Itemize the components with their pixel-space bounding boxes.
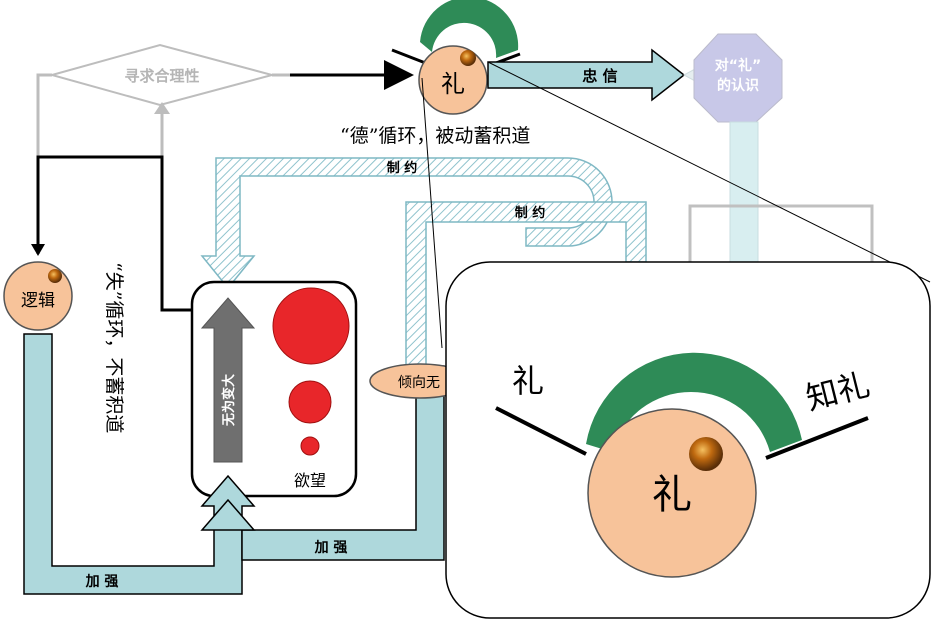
zoom-right-whisker	[765, 416, 869, 460]
desire-label: 欲望	[294, 471, 326, 490]
li-green-arc	[420, 0, 519, 58]
zoom-line-1	[421, 77, 443, 349]
wuwei-gray-arrow	[200, 297, 256, 463]
loyalty-label: 忠 信	[582, 67, 617, 85]
strengthen-label-1: 加 强	[85, 574, 119, 590]
right-gray-frame	[688, 204, 874, 262]
constrain-label-2: 制 约	[515, 205, 546, 221]
logic-label: 逻辑	[21, 291, 55, 311]
recognition-line2: 的认识	[717, 77, 759, 94]
shi-cycle-label: “失”循环，不蓄积道	[103, 262, 125, 433]
wuwei-label: 无为变大	[221, 374, 237, 427]
tendency-label: 倾向无	[398, 375, 440, 391]
zoom-li-center-label: 礼	[652, 472, 692, 518]
zoom-left-whisker	[495, 406, 587, 456]
desire-ball-small	[300, 436, 320, 456]
li-node-label: 礼	[441, 70, 465, 98]
zoom-line-2	[487, 61, 931, 283]
strengthen-label-2: 加 强	[314, 540, 348, 556]
orange-sphere-icon	[48, 269, 62, 283]
recognition-pillar	[729, 121, 759, 263]
de-cycle-label: “德”循环，被动蓄积道	[340, 125, 530, 147]
logic-down-arrowhead	[31, 244, 45, 256]
seek-reason-label: 寻求合理性	[124, 67, 199, 85]
constrain-label-1: 制 约	[387, 160, 418, 176]
desire-ball-medium	[288, 380, 332, 424]
loyalty-arrow	[487, 48, 686, 102]
logic-to-box-line	[36, 155, 192, 312]
orange-sphere-icon	[460, 50, 476, 66]
strengthen-arrow-outer	[23, 333, 256, 595]
recognition-line1: 对“礼”	[715, 57, 761, 74]
orange-sphere-icon	[689, 437, 723, 471]
zoom-green-arc	[586, 352, 802, 452]
gray-feedback-left	[36, 73, 52, 157]
zoom-li-left-label: 礼	[512, 362, 544, 400]
desire-ball-large	[272, 287, 350, 365]
gray-up-arrowhead	[154, 102, 170, 114]
constrain-hatched-arrow-outer	[200, 157, 613, 290]
